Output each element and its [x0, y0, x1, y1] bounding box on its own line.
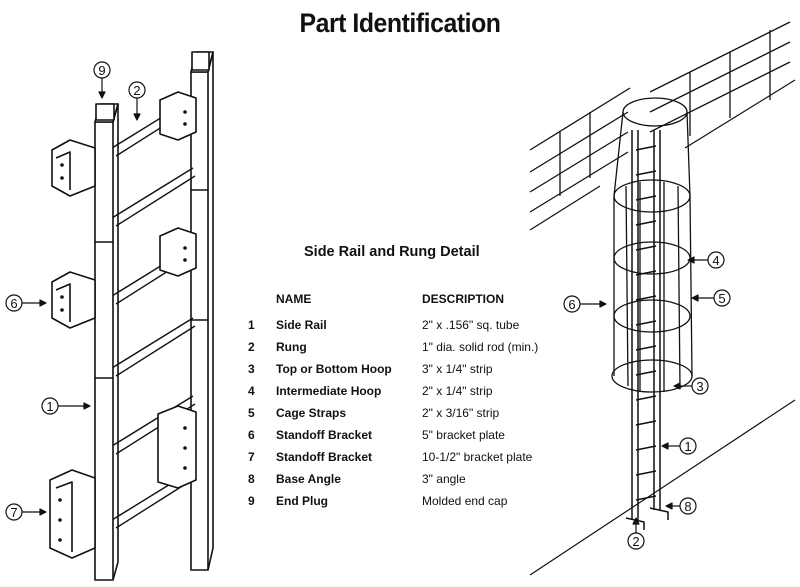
front-side-rail [94, 103, 119, 581]
part-name: Rung [276, 340, 307, 354]
part-description: 5" bracket plate [422, 428, 505, 442]
part-name: End Plug [276, 494, 328, 508]
table-row: 3 Top or Bottom Hoop 3" x 1/4" strip [240, 362, 550, 382]
table-row: 5 Cage Straps 2" x 3/16" strip [240, 406, 550, 426]
callout-5: 5 [718, 291, 725, 306]
part-number: 2 [248, 340, 255, 354]
part-name: Cage Straps [276, 406, 347, 420]
roof-edge [529, 79, 796, 576]
part-description: 2" x 1/4" strip [422, 384, 493, 398]
part-number: 6 [248, 428, 255, 442]
part-number: 9 [248, 494, 255, 508]
part-description: Molded end cap [422, 494, 508, 508]
left-callouts [5, 61, 146, 521]
part-description: 2" x 3/16" strip [422, 406, 500, 420]
callout-9: 9 [98, 63, 105, 78]
table-row: 8 Base Angle 3" angle [240, 472, 550, 492]
roof-guardrail [529, 21, 791, 213]
part-number: 3 [248, 362, 255, 376]
part-description: 3" angle [422, 472, 466, 486]
detail-subtitle: Side Rail and Rung Detail [304, 244, 480, 260]
callout-6: 6 [568, 297, 575, 312]
callout-4: 4 [712, 253, 719, 268]
table-row: 1 Side Rail 2" x .156" sq. tube [240, 318, 550, 338]
callout-8: 8 [684, 499, 691, 514]
cage-assembly [611, 97, 693, 393]
table-row: 4 Intermediate Hoop 2" x 1/4" strip [240, 384, 550, 404]
table-row: 6 Standoff Bracket 5" bracket plate [240, 428, 550, 448]
part-name: Top or Bottom Hoop [276, 362, 392, 376]
part-name: Base Angle [276, 472, 341, 486]
part-name: Intermediate Hoop [276, 384, 382, 398]
page-title: Part Identification [299, 8, 501, 38]
end-plug [95, 51, 210, 121]
right-callouts [563, 251, 731, 550]
part-description: 1" dia. solid rod (min.) [422, 340, 539, 354]
callout-2: 2 [133, 83, 140, 98]
callout-7: 7 [10, 505, 17, 520]
part-description: 3" x 1/4" strip [422, 362, 493, 376]
right-callout-labels: 4 6 5 3 1 8 2 [568, 253, 725, 549]
part-number: 4 [248, 384, 255, 398]
part-number: 5 [248, 406, 255, 420]
table-row: 9 End Plug Molded end cap [240, 494, 550, 514]
callout-3: 3 [696, 379, 703, 394]
name-header: NAME [276, 292, 312, 306]
left-callout-labels: 9 2 6 1 7 [10, 63, 140, 520]
part-number: 1 [248, 318, 255, 332]
part-description: 2" x .156" sq. tube [422, 318, 520, 332]
callout-6: 6 [10, 296, 17, 311]
standoff-brackets [49, 91, 197, 559]
table-row: 2 Rung 1" dia. solid rod (min.) [240, 340, 550, 360]
bolt-holes [58, 110, 187, 542]
part-name: Standoff Bracket [276, 428, 373, 442]
description-header: DESCRIPTION [422, 292, 505, 306]
callout-1: 1 [684, 439, 691, 454]
part-number: 8 [248, 472, 255, 486]
part-number: 7 [248, 450, 255, 464]
caged-ladder-rails [625, 130, 669, 530]
part-name: Side Rail [276, 318, 327, 332]
part-name: Standoff Bracket [276, 450, 373, 464]
callout-1: 1 [46, 399, 53, 414]
part-description: 10-1/2" bracket plate [422, 450, 533, 464]
callout-2: 2 [632, 534, 639, 549]
table-row: 7 Standoff Bracket 10-1/2" bracket plate [240, 450, 550, 470]
